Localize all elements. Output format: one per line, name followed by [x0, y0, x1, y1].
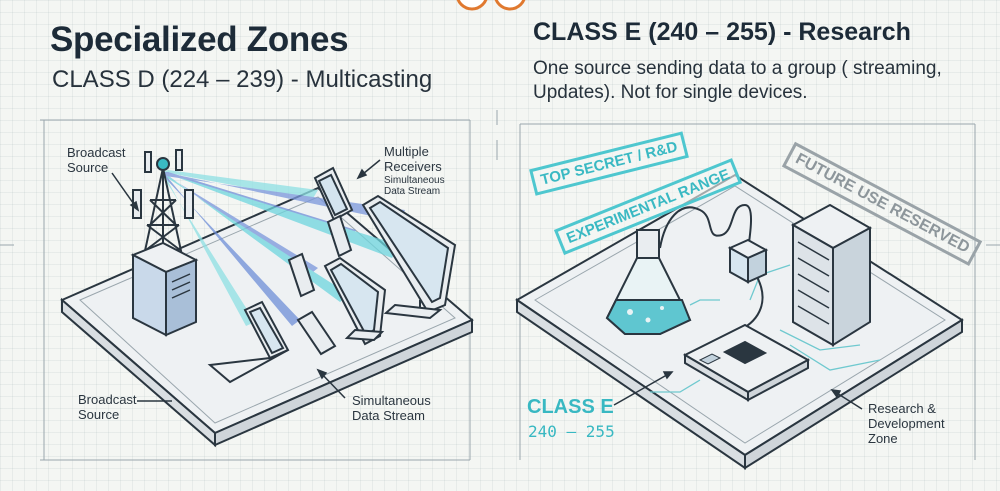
- left-leader-lines: [111, 159, 381, 402]
- broadcast-source-bottom-label: Broadcast Source: [78, 392, 137, 422]
- phone-icon: [326, 214, 353, 258]
- class-e-label: CLASS E: [527, 396, 614, 418]
- phone-icon-2: [287, 252, 316, 298]
- class-e-range: 240 – 255: [528, 422, 615, 441]
- class-e-heading: CLASS E (240 – 255) - Research: [533, 18, 911, 46]
- broadcast-source-label: Broadcast Source: [67, 145, 126, 175]
- tablet-icon-2: [296, 310, 337, 356]
- multiple-receivers-label: Multiple Receivers: [384, 144, 442, 174]
- server-icon: [130, 241, 199, 337]
- class-d-subtitle: CLASS D (224 – 239) - Multicasting: [52, 66, 433, 93]
- sensor-icon: [727, 238, 769, 284]
- simultaneous-stream-small-label: Simultaneous Data Stream: [384, 175, 445, 197]
- chip-icon: [682, 323, 811, 402]
- tablet-icon: [313, 166, 354, 222]
- page-title: Specialized Zones: [50, 20, 349, 59]
- edit-icon[interactable]: [456, 0, 488, 11]
- rd-zone-label: Research & Development Zone: [868, 401, 945, 446]
- laptop-icon: [207, 300, 290, 384]
- simultaneous-stream-label: Simultaneous Data Stream: [352, 393, 431, 423]
- class-e-description: One source sending data to a group ( str…: [533, 58, 942, 103]
- server-icon-2: [790, 203, 873, 347]
- frame-lines: [0, 110, 1000, 461]
- monitor-icon-2: [323, 256, 387, 346]
- window-chrome: [452, 0, 530, 20]
- monitor-icon: [361, 194, 457, 320]
- copy-icon[interactable]: [494, 0, 526, 11]
- right-leader-lines: [613, 371, 863, 410]
- right-platform: [515, 173, 964, 470]
- flask-icon: [605, 229, 692, 335]
